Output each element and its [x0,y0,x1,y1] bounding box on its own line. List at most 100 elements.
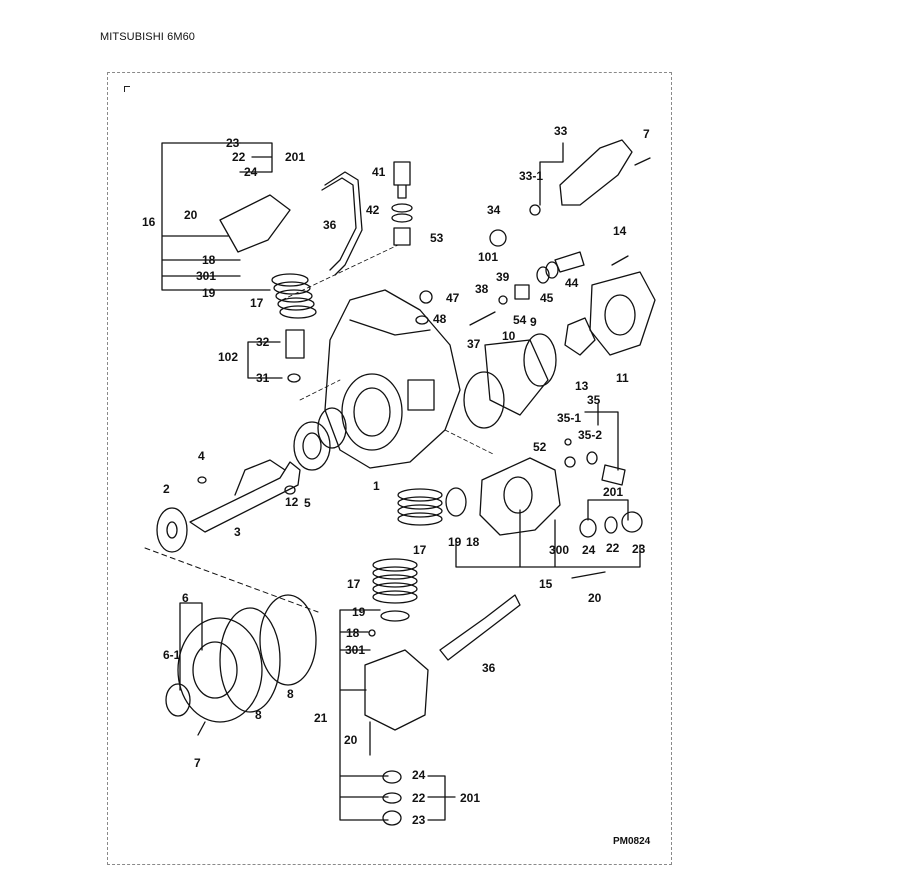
part-label: 19 [352,605,366,619]
part-label: 36 [482,661,496,675]
part-label: 35-2 [578,428,603,442]
part-label: 24 [412,768,426,782]
part-label: 16 [142,215,156,229]
leader-bracket-102 [247,341,283,379]
part-label: 201 [460,791,481,805]
bolt-41 [393,161,411,199]
plate-10 [484,339,549,416]
part-label: 33 [554,124,568,138]
bolt-7-top [634,157,651,166]
part-label: 38 [475,282,489,296]
part-label: 31 [256,371,270,385]
part-label: 35 [587,393,601,407]
part-label: 1 [373,479,380,493]
part-label: 102 [218,350,239,364]
leader-bracket-201-mid [587,499,629,521]
part-label: 5 [304,496,311,510]
part-label: 301 [196,269,217,283]
part-label: 45 [540,291,554,305]
leader-bracket-15 [455,509,641,568]
leader-bracket-16 [161,142,271,291]
part-label: 6-1 [163,648,181,662]
part-label: 201 [285,150,306,164]
part-label: 17 [413,543,427,557]
part-label: 23 [226,136,240,150]
part-label: 4 [198,449,205,463]
drive-shaft [189,461,301,533]
part-label: 19 [202,286,216,300]
part-label: 6 [182,591,189,605]
gear-nut [293,421,331,471]
washer-left [156,507,188,553]
part-label: 52 [533,440,547,454]
part-label: 24 [582,543,596,557]
part-label: 15 [539,577,553,591]
part-label: 22 [412,791,426,805]
leader-bracket-201-top [239,142,273,173]
bolt-7-bot [197,721,206,736]
o-ring-mid [445,487,467,517]
part-label: 11 [616,371,629,385]
part-label: 18 [346,626,360,640]
part-label: 54 [513,313,527,327]
leader-dashed-2 [299,379,341,401]
part-label: 3 [234,525,241,539]
part-label: 17 [250,296,264,310]
part-label: 8 [287,687,294,701]
part-label: 53 [430,231,444,245]
leader-bracket-6 [179,602,203,691]
part-label: 22 [606,541,620,555]
part-label: 47 [446,291,460,305]
flange-6 [177,617,263,723]
spring-mid [397,488,443,526]
diagram-frame [107,72,672,865]
part-label: 35-1 [557,411,582,425]
part-label: 14 [613,224,627,238]
bolt-20-mid [571,571,606,579]
regulator-block-top [219,194,291,253]
pump-element-21 [364,649,429,731]
part-label: 23 [412,813,426,827]
part-label: 10 [502,329,516,343]
part-label: 42 [366,203,380,217]
part-label: 300 [549,543,570,557]
fuel-pipe-top [324,171,363,276]
part-label: 18 [466,535,480,549]
part-label: 34 [487,203,501,217]
pipe-36-bottom [439,594,521,661]
part-label: 20 [588,591,602,605]
o-ring-19 [380,610,410,622]
part-label: 36 [323,218,337,232]
pump-element-block [479,457,561,536]
part-label: 9 [530,315,537,329]
fitting-35 [601,464,626,486]
part-label: 17 [347,577,361,591]
o-ring-8a [219,607,281,713]
part-label: 201 [603,485,624,499]
leader-bracket-21 [339,609,389,821]
separator-dashed [144,547,319,613]
part-label: 23 [632,542,646,556]
bolt-38 [469,311,496,326]
part-label: 19 [448,535,462,549]
pump-housing [324,289,461,469]
part-label: 39 [496,270,510,284]
part-label: 37 [467,337,481,351]
feed-rotor [564,317,596,356]
part-label: 33-1 [519,169,544,183]
part-label: 12 [285,495,299,509]
part-label: 18 [202,253,216,267]
part-label: 7 [194,756,201,770]
part-label: 8 [255,708,262,722]
fitting-44 [554,251,585,273]
part-label: 22 [232,150,246,164]
spring-bottom [372,558,418,604]
sensor-32 [285,329,305,359]
part-label: 13 [575,379,589,393]
feed-pump-cover [589,271,656,356]
part-label: 24 [244,165,258,179]
part-label: 101 [478,250,499,264]
spring-top [271,273,317,319]
leader-dashed-3 [444,429,496,456]
